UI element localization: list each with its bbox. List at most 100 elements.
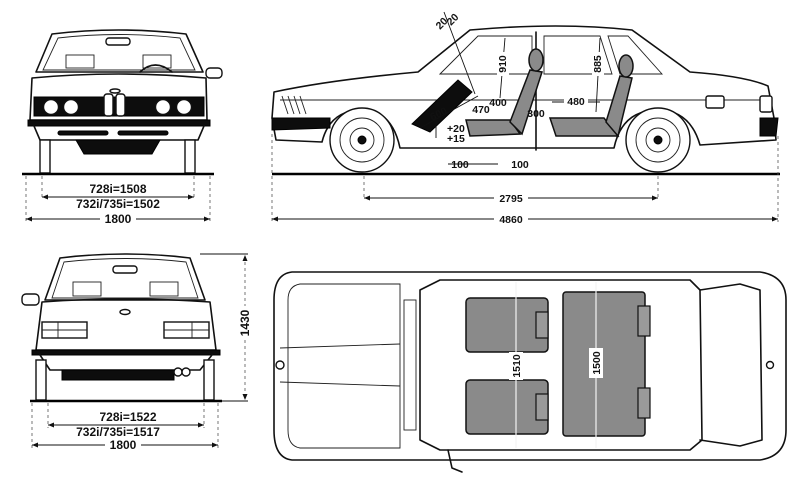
rear-headrest-right-top <box>637 387 651 419</box>
rear-window-frame <box>44 253 206 301</box>
trunk-outline <box>699 283 763 447</box>
label-mask <box>564 95 588 107</box>
front-view: 728i=1508 732i/735i=1502 1800 <box>22 29 223 226</box>
sun-visor-left <box>65 54 95 69</box>
side-view: 20 20 910 885 600 470 400 300 480 +20 +1… <box>271 11 780 226</box>
rear-bumper <box>31 349 221 356</box>
greenhouse-outline <box>419 279 703 451</box>
seat-height-up-label: +20 <box>447 123 465 135</box>
rear-valance <box>61 369 175 381</box>
rear-view-mirror <box>105 37 131 46</box>
rear-bench-top <box>562 291 646 437</box>
front-seat-back <box>509 69 543 136</box>
front-legroom-line <box>419 95 479 129</box>
steering-wheel <box>139 64 173 73</box>
front-track-728i-label: 728i=1508 <box>89 182 146 196</box>
seat-angle-line <box>443 11 476 95</box>
seat-gap-label: 300 <box>527 108 545 120</box>
front-shoulder-width-label: 1510 <box>511 354 523 378</box>
rear-mirror <box>112 265 138 274</box>
overall-length-label: 4860 <box>499 214 523 226</box>
front-tire-right <box>184 139 196 174</box>
quarter-window <box>607 35 664 75</box>
label-mask <box>509 352 523 380</box>
front-headrest-right-top <box>535 393 549 421</box>
label-mask <box>592 52 604 76</box>
rear-body <box>35 298 217 351</box>
side-tail-light <box>759 95 773 113</box>
top-view: 1510 1500 <box>273 271 787 473</box>
headlight-outer-left <box>42 98 60 116</box>
headrest-left <box>72 281 102 297</box>
front-windshield <box>42 34 196 71</box>
sun-visor-right <box>142 54 172 69</box>
kidney-grille-left <box>103 93 114 117</box>
rear-track-728i-label: 728i=1522 <box>99 410 156 424</box>
front-badge <box>109 88 121 94</box>
hood-badge <box>275 360 285 370</box>
rear-view: 1430 728i=1522 732i/735i=1517 1800 <box>21 253 252 452</box>
label-mask <box>105 438 141 451</box>
seat-travel-back-label: 100 <box>511 159 529 171</box>
rear-overall-width-label: 1800 <box>110 438 137 452</box>
front-door-window <box>438 35 533 75</box>
exhaust-pipe-right <box>181 367 191 377</box>
rear-shoulder-width-label: 1500 <box>591 351 603 375</box>
side-rear-bumper <box>759 117 779 137</box>
front-headrest-left-top <box>535 311 549 339</box>
height-label: 1430 <box>238 309 252 336</box>
rear-badge <box>119 308 131 316</box>
arrowheads <box>32 422 218 448</box>
rear-seat-back <box>605 75 633 138</box>
label-mask <box>494 191 528 204</box>
front-seat-cushion-label: 470 <box>472 104 490 116</box>
fuel-flap <box>705 95 725 109</box>
front-track-732i-735i-label: 732i/735i=1502 <box>76 197 160 211</box>
front-body <box>29 73 208 121</box>
steering-column <box>411 79 473 133</box>
front-seat-back-label: 400 <box>489 97 507 109</box>
label-mask <box>589 348 603 378</box>
rear-tire-right <box>203 359 215 401</box>
rear-wheel-rim <box>635 117 681 163</box>
label-mask <box>494 212 528 225</box>
front-wheel-center <box>357 135 367 145</box>
seat-height-down-label: +15 <box>447 133 465 145</box>
trunk-badge <box>765 360 775 370</box>
rear-wheel-hub <box>645 127 671 153</box>
headlight-inner-left <box>62 98 80 116</box>
front-overall-width-label: 1800 <box>105 212 132 226</box>
rear-headrest <box>618 54 634 78</box>
rear-side-mirror <box>21 293 40 306</box>
rear-window <box>51 258 199 299</box>
front-seat-cushion <box>465 119 522 137</box>
rear-headroom-label: 885 <box>592 55 604 73</box>
front-bumper <box>27 119 211 127</box>
open-door-edge <box>447 449 463 473</box>
side-grille <box>281 95 307 115</box>
label-mask <box>497 52 509 76</box>
air-intake-right <box>117 130 169 136</box>
hood-line <box>279 343 401 349</box>
hood-line <box>279 381 401 387</box>
front-headrest <box>528 48 544 72</box>
side-front-bumper <box>271 117 331 131</box>
rear-wheel-center <box>653 135 663 145</box>
seat-travel-fwd-label: 100 <box>451 159 469 171</box>
kidney-grille-right <box>115 93 126 117</box>
front-headroom-label: 910 <box>497 55 509 73</box>
air-intake-left <box>57 130 109 136</box>
headlight-inner-right <box>154 98 172 116</box>
rear-track-732i-735i-label: 732i/735i=1517 <box>76 425 160 439</box>
label-mask <box>238 306 252 340</box>
headrest-right <box>149 281 179 297</box>
rear-door-window <box>543 35 613 75</box>
top-body-outline <box>273 271 787 461</box>
rear-legroom-label: 480 <box>567 96 585 108</box>
rear-headrest-left-top <box>637 305 651 337</box>
front-wheel-rim <box>339 117 385 163</box>
wheelbase-label: 2795 <box>499 193 523 205</box>
side-mirror <box>205 67 223 79</box>
label-mask <box>100 212 136 225</box>
